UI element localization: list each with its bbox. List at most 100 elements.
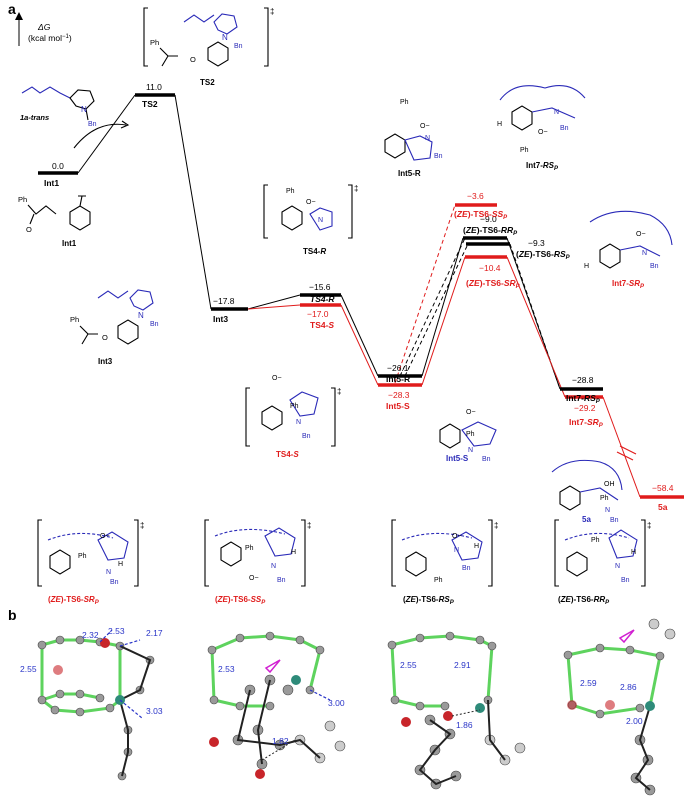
structure-5a: OH Ph N Bn 5a xyxy=(551,459,623,524)
name-5a-level: 5a xyxy=(658,502,668,512)
structure-ts2: ‡ N Bn Ph O TS2 xyxy=(143,7,274,87)
level-names: . TS4-R TS4-S . Int5-R Int5-S (ZE)-TS6-S… xyxy=(310,209,668,512)
structure-1a-trans: N Bn 1a-trans xyxy=(20,86,130,149)
ts6-ss-structure: ‡ N Bn O− Ph H xyxy=(204,519,311,587)
svg-text:5a: 5a xyxy=(582,515,591,524)
svg-text:TS4-R: TS4-R xyxy=(303,247,326,256)
model-3: 2.55 2.91 1.86 xyxy=(387,631,526,790)
svg-text:N: N xyxy=(81,105,87,114)
svg-text:Int5-S: Int5-S xyxy=(446,454,469,463)
svg-text:Int7-SRP: Int7-SRP xyxy=(612,279,645,290)
energy-int7rs: −28.8 xyxy=(572,375,594,385)
svg-text:O−: O− xyxy=(272,375,282,382)
svg-text:Bn: Bn xyxy=(650,263,659,270)
m2-dist-0: 2.53 xyxy=(218,664,235,674)
energy-levels xyxy=(38,93,684,499)
energy-int7sr: −29.2 xyxy=(574,403,596,413)
m4-dist-1: 2.86 xyxy=(620,682,637,692)
energy-ts4r: −15.6 xyxy=(309,282,331,292)
svg-text:N: N xyxy=(642,250,647,257)
svg-text:‡: ‡ xyxy=(494,521,498,530)
svg-text:H: H xyxy=(631,549,636,556)
svg-text:N: N xyxy=(222,33,228,42)
name-int7sr-level: Int7-SRP xyxy=(569,417,604,429)
svg-text:Ph: Ph xyxy=(70,315,79,324)
svg-text:O−: O− xyxy=(249,575,259,582)
svg-text:(ZE)-TS6-RRP: (ZE)-TS6-RRP xyxy=(558,595,610,606)
svg-text:O−: O− xyxy=(538,129,548,136)
energy-int5s: −28.3 xyxy=(388,390,410,400)
name-int1: Int1 xyxy=(44,178,59,188)
structure-int1: Ph O Int1 xyxy=(18,195,91,248)
energy-int5r: −26.1 xyxy=(387,363,409,373)
svg-text:N: N xyxy=(138,311,144,320)
name-ts6rs-level: (ZE)-TS6-RSP xyxy=(516,249,571,261)
svg-text:‡: ‡ xyxy=(337,387,341,396)
energy-ts6sr: −10.4 xyxy=(479,263,501,273)
svg-text:Bn: Bn xyxy=(462,565,471,572)
svg-text:Ph: Ph xyxy=(245,545,254,552)
svg-text:Bn: Bn xyxy=(434,153,443,160)
name-ts2: TS2 xyxy=(142,99,158,109)
svg-text:Bn: Bn xyxy=(560,125,569,132)
svg-text:N: N xyxy=(454,547,459,554)
svg-text:(ZE)-TS6-SSP: (ZE)-TS6-SSP xyxy=(215,595,266,606)
svg-text:Bn: Bn xyxy=(610,517,619,524)
svg-text:Int1: Int1 xyxy=(62,239,77,248)
svg-text:(ZE)-TS6-RSP: (ZE)-TS6-RSP xyxy=(403,595,455,606)
svg-text:Bn: Bn xyxy=(110,579,119,586)
svg-text:(ZE)-TS6-SRP: (ZE)-TS6-SRP xyxy=(48,595,100,606)
m1-dist-2: 2.53 xyxy=(108,626,125,636)
svg-text:TS4-S: TS4-S xyxy=(276,450,299,459)
level-labels: 0.0 Int1 11.0 TS2 −17.8 Int3 −15.6 −17.0… xyxy=(44,82,674,493)
m2-dist-1: 3.00 xyxy=(328,698,345,708)
m1-dist-3: 2.17 xyxy=(146,628,163,638)
svg-text:O−: O− xyxy=(100,533,110,540)
energy-ts6rr: −9.0 xyxy=(480,214,497,224)
svg-text:Bn: Bn xyxy=(88,121,97,128)
energy-ts6rs: −9.3 xyxy=(528,238,545,248)
svg-text:N: N xyxy=(106,569,111,576)
svg-text:Bn: Bn xyxy=(482,456,491,463)
svg-text:Ph: Ph xyxy=(290,403,299,410)
axis-label-unit: (kcal mol−1) xyxy=(28,33,72,43)
svg-text:H: H xyxy=(497,121,502,128)
svg-text:N: N xyxy=(468,447,473,454)
svg-text:Ph: Ph xyxy=(591,537,600,544)
svg-text:Ph: Ph xyxy=(520,147,529,154)
energy-5a: −58.4 xyxy=(652,483,674,493)
m3-dist-2: 1.86 xyxy=(456,720,473,730)
name-ts4r: TS4-R xyxy=(310,294,335,304)
panel-a-label: a xyxy=(8,1,16,17)
ts6-row-labels: (ZE)-TS6-SRP (ZE)-TS6-SSP (ZE)-TS6-RSP (… xyxy=(48,595,610,606)
svg-text:O−: O− xyxy=(452,533,462,540)
m4-dist-2: 2.00 xyxy=(626,716,643,726)
panel-b-label: b xyxy=(8,607,17,623)
svg-text:H: H xyxy=(584,263,589,270)
name-int7rs-level: Int7-RSP xyxy=(566,393,601,405)
svg-text:N: N xyxy=(554,109,559,116)
structure-int7rs: N Bn H O− Ph Int7-RSP xyxy=(497,85,586,172)
m1-dist-4: 3.03 xyxy=(146,706,163,716)
structure-ts4r: ‡ Ph N O− TS4-R xyxy=(263,184,358,256)
svg-text:1a-trans: 1a-trans xyxy=(20,113,49,122)
name-ts6sr-level: (ZE)-TS6-SRP xyxy=(466,278,521,290)
svg-text:O−: O− xyxy=(466,409,476,416)
structure-int7sr: N Bn H O− Int7-SRP xyxy=(584,210,673,290)
structure-int3: N Bn Ph O Int3 xyxy=(70,289,159,366)
svg-text:TS2: TS2 xyxy=(200,78,215,87)
svg-text:Ph: Ph xyxy=(600,495,609,502)
svg-text:H: H xyxy=(474,543,479,550)
m2-dist-2: 1.82 xyxy=(272,736,289,746)
pathway-black xyxy=(77,94,561,390)
energy-int3: −17.8 xyxy=(213,296,235,306)
energy-axis: ΔG (kcal mol−1) xyxy=(15,12,72,46)
svg-text:O: O xyxy=(26,225,32,234)
svg-text:Bn: Bn xyxy=(302,433,311,440)
axis-label-dg: ΔG xyxy=(37,22,51,32)
m3-dist-1: 2.91 xyxy=(454,660,471,670)
ts6-rs-structure: ‡ N Bn O− Ph H xyxy=(391,519,498,587)
structure-ts4s: ‡ O− N Bn Ph TS4-S xyxy=(245,375,341,459)
m3-dist-0: 2.55 xyxy=(400,660,417,670)
